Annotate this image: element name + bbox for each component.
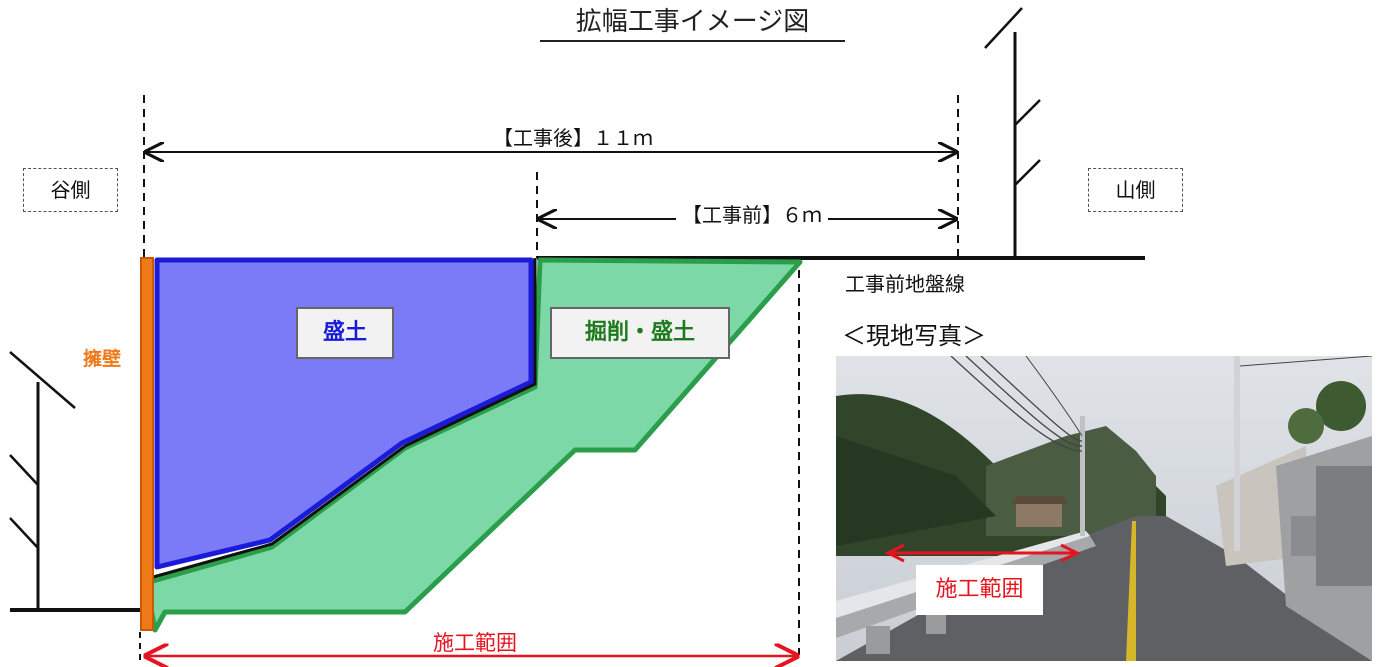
- fill-area: [154, 257, 534, 570]
- fill-label: 盛土: [296, 307, 394, 359]
- construction-range-label: 施工範囲: [433, 631, 517, 655]
- before-width-label: 【工事前】６ｍ: [676, 199, 828, 228]
- original-ground-profile: [145, 258, 537, 581]
- after-width-label: 【工事後】１１ｍ: [487, 122, 659, 151]
- photo-heading: ＜現地写真＞: [842, 322, 986, 350]
- ground-line-label: 工事前地盤線: [845, 272, 965, 296]
- site-photo: [836, 356, 1372, 661]
- photo-range-label: 施工範囲: [916, 565, 1043, 615]
- mountain-side-label: 山側: [1088, 168, 1183, 212]
- diagram-title: 拡幅工事イメージ図: [540, 6, 845, 42]
- excavation-fill-label: 掘削・盛土: [550, 307, 730, 359]
- retaining-wall-label: 擁壁: [83, 348, 122, 370]
- valley-side-label: 谷側: [23, 168, 118, 212]
- retaining-wall: [140, 257, 154, 631]
